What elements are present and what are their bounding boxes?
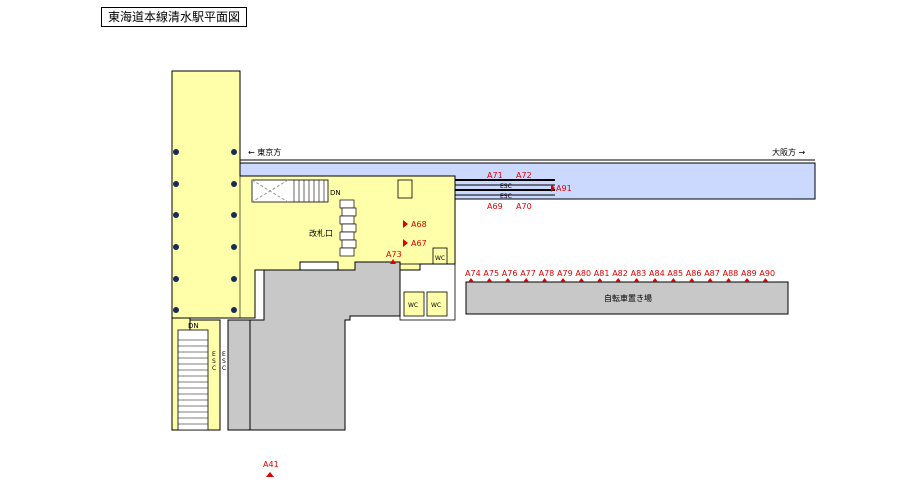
left-stair <box>177 329 209 431</box>
exit-label-a91: A91 <box>556 184 572 193</box>
exit-label-a70: A70 <box>516 202 532 211</box>
exit-marker-a87 <box>707 278 714 282</box>
exit-marker-a89 <box>744 278 750 282</box>
exit-marker-a74 <box>468 278 474 282</box>
exit-marker-a80 <box>578 278 585 282</box>
wc-label-3: WC <box>431 302 441 309</box>
exit-label-a71: A71 <box>487 171 503 180</box>
wc-area-frame <box>399 263 456 321</box>
exit-marker-a68 <box>403 220 408 228</box>
exit-label-a89: A89 <box>741 269 757 278</box>
wc-label-1: WC <box>435 255 445 262</box>
wc-label-2: WC <box>408 302 418 309</box>
exit-label-a83: A83 <box>631 269 647 278</box>
stair-top-dn-label: DN <box>330 189 341 197</box>
exit-label-a87: A87 <box>704 269 720 278</box>
stair-cross-2 <box>251 179 289 203</box>
exit-label-a82: A82 <box>612 269 628 278</box>
svg-text:S: S <box>212 358 216 365</box>
svg-text:C: C <box>212 365 216 372</box>
exit-markers-concourse: A68 A67 A73 <box>386 220 427 264</box>
left-stair-dn-label: DN <box>188 322 199 330</box>
platform-escalators <box>455 179 555 196</box>
svg-text:E: E <box>212 351 216 358</box>
exit-marker-a83 <box>633 278 640 282</box>
exit-markers-platform: A71 A72 A69 A70 A91 <box>487 171 572 211</box>
exit-marker-a86 <box>688 278 695 282</box>
exit-marker-a41 <box>266 472 274 477</box>
exit-marker-a90 <box>762 278 769 282</box>
exit-label-a90: A90 <box>759 269 775 278</box>
exit-label-a68: A68 <box>411 220 427 229</box>
stair-steps-top <box>293 180 325 202</box>
exit-marker-a77 <box>523 278 530 282</box>
exit-label-a77: A77 <box>520 269 536 278</box>
exit-marker-a88 <box>725 278 732 282</box>
exit-marker-a82 <box>615 278 622 282</box>
left-stair-steps <box>178 339 208 425</box>
exit-label-a78: A78 <box>539 269 555 278</box>
svg-text:C: C <box>222 365 226 372</box>
exit-label-a86: A86 <box>686 269 702 278</box>
exit-marker-a79 <box>560 278 566 282</box>
direction-osaka: 大阪方 → <box>772 147 806 157</box>
exit-marker-a78 <box>541 278 548 282</box>
page-title: 東海道本線清水駅平面図 <box>101 7 248 27</box>
exit-label-a74: A74 <box>465 269 481 278</box>
wc-block-3 <box>426 291 448 317</box>
station-building <box>249 261 401 431</box>
exit-label-a72: A72 <box>516 171 532 180</box>
exit-marker-a84 <box>652 278 658 282</box>
bicycle-parking <box>465 281 789 315</box>
exit-label-a76: A76 <box>502 269 518 278</box>
exit-label-a85: A85 <box>667 269 683 278</box>
exit-label-a67: A67 <box>411 239 427 248</box>
exit-marker-bottom: A41 <box>263 460 279 477</box>
exit-marker-a76 <box>504 278 511 282</box>
exit-marker-a91 <box>551 184 555 192</box>
building-lower-left <box>227 319 251 431</box>
exit-marker-a85 <box>670 278 677 282</box>
exit-marker-a75 <box>486 278 493 282</box>
svg-text:S: S <box>222 358 226 365</box>
exit-label-a84: A84 <box>649 269 665 278</box>
kiosk-box <box>397 179 413 199</box>
esc-label-2: ESC <box>500 193 512 200</box>
esc-label-1: ESC <box>500 183 512 190</box>
exit-label-a75: A75 <box>483 269 499 278</box>
exit-label-a73: A73 <box>386 250 402 259</box>
exit-marker-a73 <box>390 259 396 264</box>
central-stair <box>339 199 357 257</box>
exit-label-a69: A69 <box>487 202 503 211</box>
ticket-gate-label: 改札口 <box>309 228 333 238</box>
wc-block-2 <box>403 291 425 317</box>
exit-label-a41: A41 <box>263 460 279 469</box>
stair-top <box>251 179 329 203</box>
exit-marker-a81 <box>596 278 603 282</box>
exit-label-a80: A80 <box>575 269 591 278</box>
exit-label-a88: A88 <box>723 269 739 278</box>
vertical-esc-left: ESC ESC <box>212 351 226 372</box>
direction-tokyo: ← 東京方 <box>248 147 281 157</box>
exit-label-a81: A81 <box>594 269 610 278</box>
pillars <box>173 149 237 313</box>
exit-label-a79: A79 <box>557 269 573 278</box>
exit-marker-a67 <box>403 239 408 247</box>
svg-text:E: E <box>222 351 226 358</box>
bicycle-parking-label: 自転車置き場 <box>604 293 652 303</box>
